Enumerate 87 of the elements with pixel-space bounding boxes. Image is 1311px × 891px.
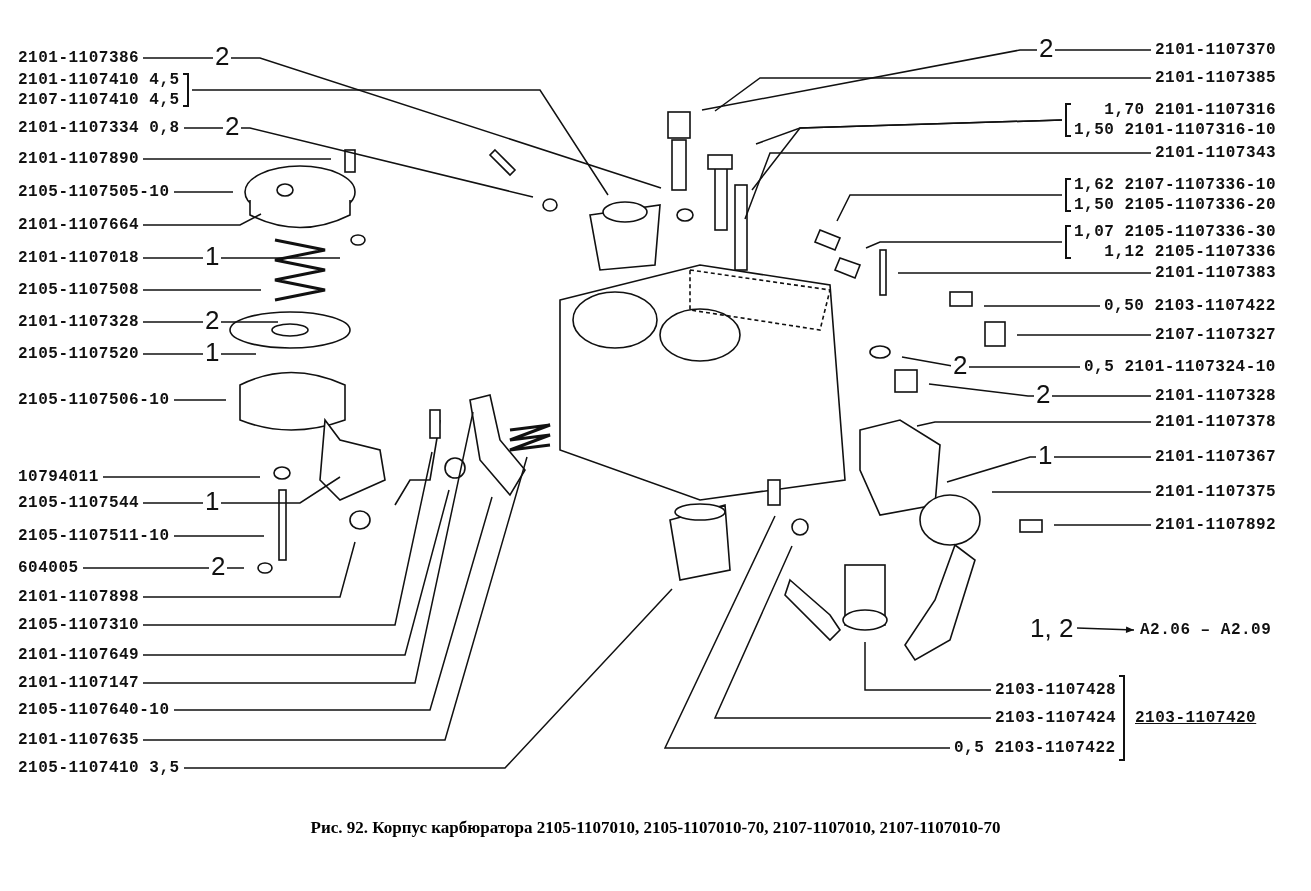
- part-number: 2101-1107018: [18, 248, 140, 268]
- part-number: 2101-1107664: [18, 215, 140, 235]
- part-number: 2101-1107383: [1155, 263, 1277, 283]
- part-number: 2101-1107370: [1155, 40, 1277, 60]
- part-number: 2101-1107385: [1155, 68, 1277, 88]
- part-number: 2101-1107892: [1155, 515, 1277, 535]
- leader-line: [173, 399, 227, 401]
- caption: Рис. 92. Корпус карбюратора 2105-1107010, 2105-1107010-70, 2107-1107010, 2107-1107010-70: [310, 818, 1001, 837]
- part-number: 2101-1107367: [1155, 447, 1277, 467]
- part-number: 2101-1107343: [1155, 143, 1277, 163]
- leader-line: [142, 158, 332, 160]
- leader-line: [901, 356, 1081, 368]
- leader-line: [142, 57, 662, 189]
- leader-line: [142, 289, 262, 291]
- part-number: 2105-1107640-10: [18, 700, 170, 720]
- part-number: 1, 2: [1030, 613, 1074, 643]
- leader-line: [946, 456, 1152, 483]
- part-number: 2101-1107375: [1155, 482, 1277, 502]
- leader-line: [916, 421, 1152, 427]
- leader-line: [714, 77, 1152, 112]
- leader-line: [173, 535, 265, 537]
- part-number: 2107-1107327: [1155, 325, 1277, 345]
- leader-line: [142, 257, 341, 259]
- part-number: 1,62 2107-1107336-10: [1074, 175, 1277, 195]
- leader-line: [663, 515, 951, 749]
- leader-line: [1016, 334, 1152, 336]
- part-number: 10794011: [18, 467, 99, 487]
- part-number: 2101-1107898: [18, 587, 140, 607]
- part-number: 1,50 2101-1107316-10: [1074, 120, 1277, 140]
- part-number: 2103-1107420: [1135, 708, 1257, 728]
- part-number: 2103-1107424: [995, 708, 1117, 728]
- part-number: 2105-1107508: [18, 280, 140, 300]
- part-number: 1,07 2105-1107336-30: [1074, 222, 1277, 242]
- part-number: 2101-1107386: [18, 48, 140, 68]
- leader-line: [82, 567, 245, 569]
- leader-line: [102, 476, 261, 478]
- leader-line: [897, 272, 1152, 274]
- leader-line: [142, 489, 450, 656]
- leader-line: [751, 119, 1063, 191]
- leader-line: [1053, 524, 1152, 526]
- leader-line: [142, 451, 433, 626]
- part-number: 0,5 2103-1107422: [954, 738, 1116, 758]
- part-number: 1,70 2101-1107316: [1103, 100, 1277, 120]
- part-number: 2101-1107378: [1155, 412, 1277, 432]
- part-number: 2101-1107334 0,8: [18, 118, 180, 138]
- leader-line: [142, 213, 262, 226]
- leader-line: [142, 411, 474, 684]
- leader-line: [928, 383, 1152, 397]
- leader-line: [744, 152, 1152, 220]
- leader-line: [142, 541, 356, 598]
- leader-line: [173, 496, 493, 711]
- part-number: 2105-1107505-10: [18, 182, 170, 202]
- part-number: 2101-1107147: [18, 673, 140, 693]
- leader-line: [701, 49, 1152, 111]
- part-number: 2101-1107328: [1155, 386, 1277, 406]
- leader-line: [183, 127, 534, 198]
- part-number: 2101-1107328: [18, 312, 140, 332]
- part-number: 2101-1107649: [18, 645, 140, 665]
- part-number: 2105-1107410 3,5: [18, 758, 180, 778]
- leader-line: [173, 191, 234, 193]
- leader-line: [713, 545, 992, 719]
- leader-line: [864, 641, 992, 691]
- part-number: 1,50 2105-1107336-20: [1074, 195, 1277, 215]
- part-number: 0,5 2101-1107324-10: [1084, 357, 1276, 377]
- part-number: 2105-1107506-10: [18, 390, 170, 410]
- part-number: 0,50 2103-1107422: [1104, 296, 1276, 316]
- leader-line: [983, 305, 1101, 307]
- part-number: 2105-1107310: [18, 615, 140, 635]
- part-number: 2105-1107544: [18, 493, 140, 513]
- part-number: A2.06 – A2.09: [1140, 620, 1272, 640]
- part-number: 2105-1107520: [18, 344, 140, 364]
- part-number: 2101-1107890: [18, 149, 140, 169]
- leader-line: [183, 588, 673, 769]
- leader-line: [191, 89, 609, 196]
- leader-line: [991, 491, 1152, 493]
- part-number: 2107-1107410 4,5: [18, 90, 180, 110]
- leader-line: [142, 476, 341, 504]
- part-number: 2103-1107428: [995, 680, 1117, 700]
- part-number: 2101-1107635: [18, 730, 140, 750]
- leader-line: [865, 241, 1063, 249]
- part-number: 2105-1107511-10: [18, 526, 170, 546]
- leader-line: [836, 194, 1063, 222]
- part-number: 1,12 2105-1107336: [1103, 242, 1277, 262]
- part-number: 2101-1107410 4,5: [18, 70, 180, 90]
- arrow: [1076, 626, 1135, 633]
- part-number: 604005: [18, 558, 79, 578]
- leader-line: [142, 456, 528, 741]
